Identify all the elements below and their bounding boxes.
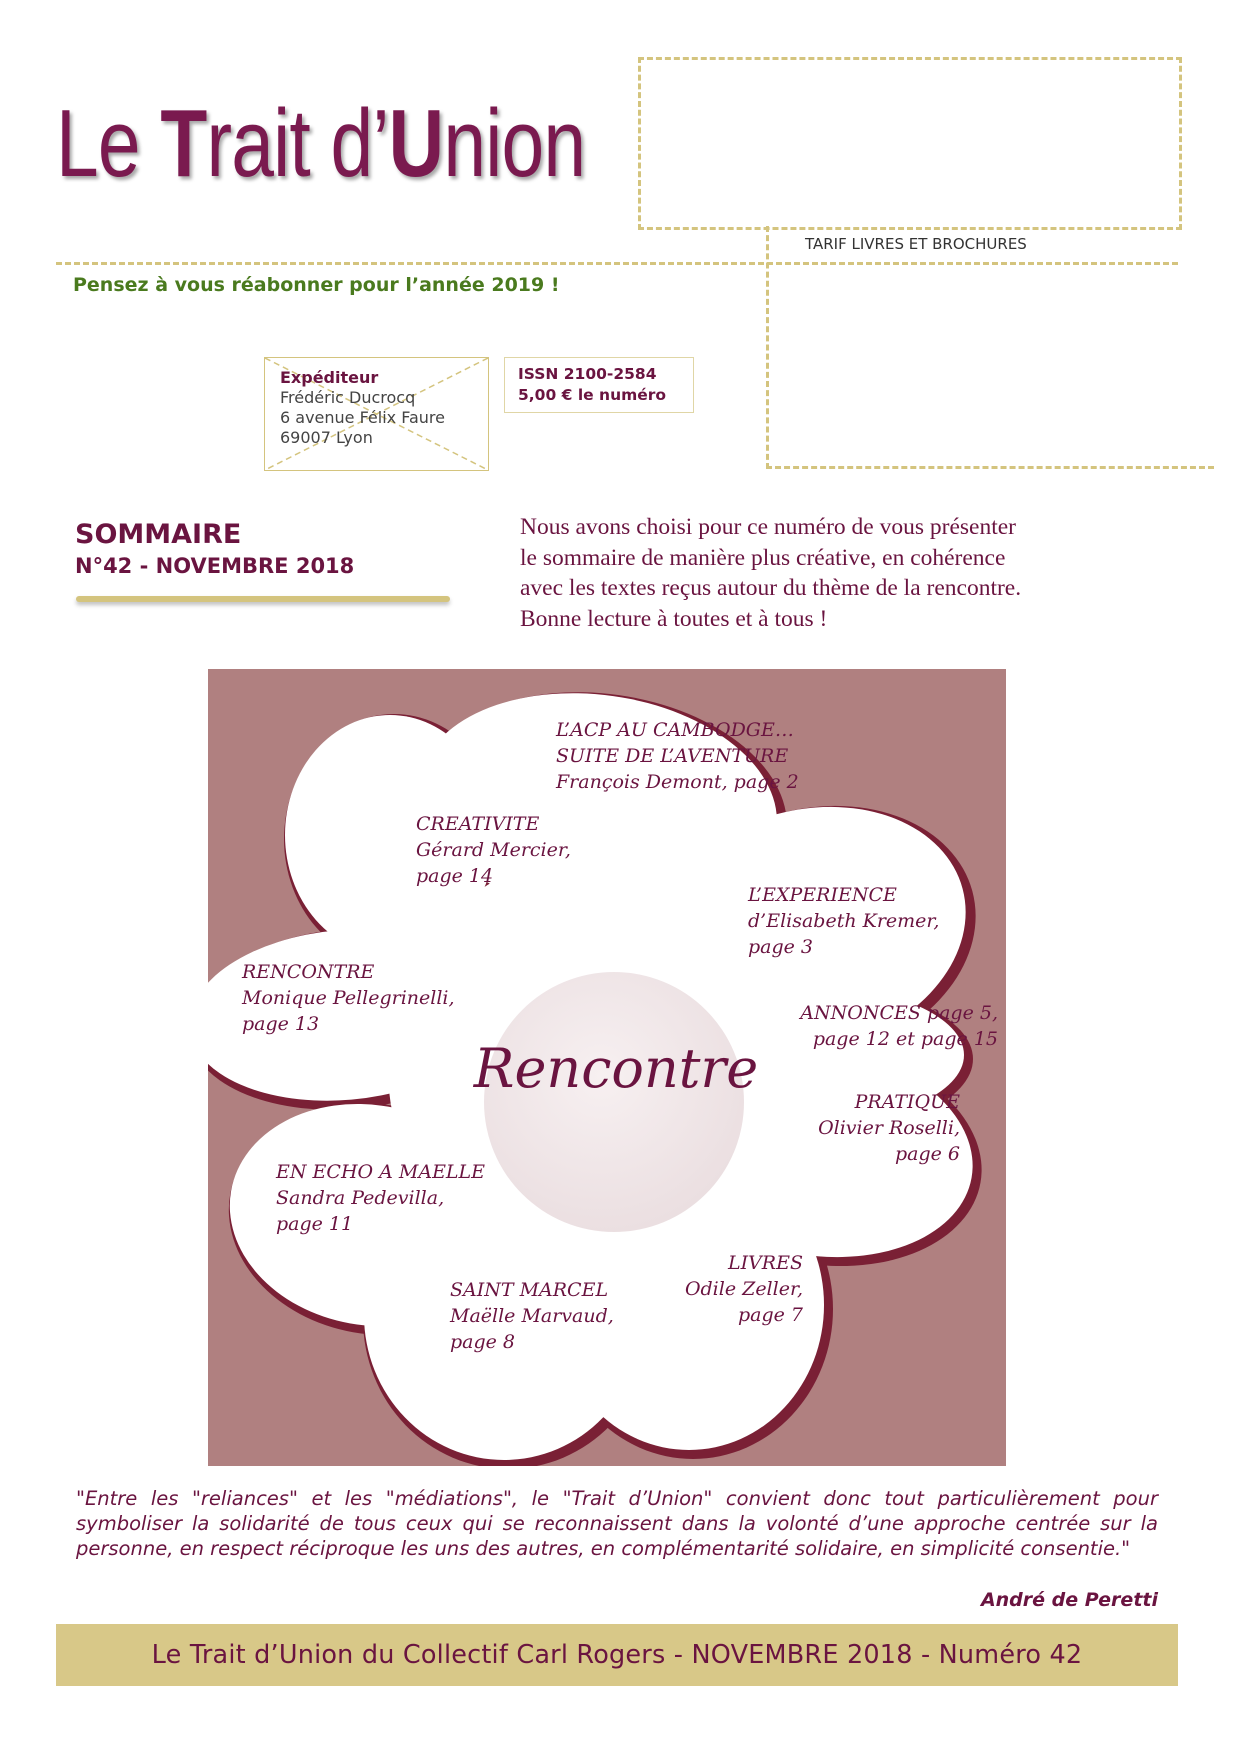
petal-line: d’Elisabeth Kremer,: [748, 910, 939, 932]
petal-line: Odile Zeller,: [685, 1278, 803, 1300]
tarif-label: TARIF LIVRES ET BROCHURES: [805, 235, 1027, 253]
intro-line: avec les textes reçus autour du thème de…: [520, 575, 1022, 601]
petal-line: Sandra Pedevilla,: [276, 1187, 444, 1209]
sender-box: Expéditeur Frédéric Ducrocq 6 avenue Fél…: [264, 357, 489, 471]
petal-line: page 13: [242, 1013, 319, 1035]
petal-line: SAINT MARCEL: [450, 1279, 608, 1301]
issn-number: ISSN 2100-2584: [518, 365, 657, 383]
petal-line: L’EXPERIENCE: [747, 884, 897, 906]
petal-line: François Demont, page 2: [555, 771, 799, 793]
footer-text: Le Trait d’Union du Collectif Carl Roger…: [151, 1640, 1083, 1670]
petal-line: page 3: [748, 936, 813, 958]
petal-line: PRATIQUE: [854, 1091, 961, 1113]
petal-line: ANNONCES page 5,: [798, 1002, 998, 1024]
petal-line: page 14: [416, 865, 493, 887]
dashed-divider: [766, 226, 769, 469]
resubscribe-notice: Pensez à vous réabonner pour l’année 201…: [73, 274, 560, 296]
sender-name: Frédéric Ducrocq: [280, 388, 416, 407]
petal-line: LIVRES: [727, 1252, 803, 1274]
petal-line: EN ECHO A MAELLE: [275, 1161, 485, 1183]
masthead-text: rait d’: [206, 90, 389, 197]
footer-banner: Le Trait d’Union du Collectif Carl Roger…: [56, 1624, 1178, 1686]
masthead-text: U: [388, 90, 444, 197]
petal-line: Olivier Roselli,: [818, 1117, 960, 1139]
petal-line: page 8: [450, 1331, 515, 1353]
petal-line: page 6: [895, 1143, 960, 1165]
issue-price: 5,00 € le numéro: [518, 386, 667, 404]
sender-address: 6 avenue Félix Faure: [280, 408, 445, 427]
sommaire-title: SOMMAIRE: [75, 519, 242, 550]
flower-petals: [208, 692, 982, 1466]
masthead-title: Le Trait d’Union: [56, 96, 586, 192]
issue-number: N°42 - NOVEMBRE 2018: [75, 554, 355, 578]
flower-table-of-contents: Rencontre L’ACP AU CAMBODGE… SUITE DE L’…: [208, 669, 1006, 1466]
intro-line: Bonne lecture à toutes et à tous !: [520, 605, 828, 632]
dashed-divider: [766, 466, 1214, 469]
sender-city: 69007 Lyon: [280, 428, 373, 447]
sommaire-underline: [76, 596, 450, 602]
petal-line: RENCONTRE: [241, 961, 375, 983]
sender-label: Expéditeur: [280, 368, 379, 387]
petal-line: L’ACP AU CAMBODGE…: [555, 719, 794, 741]
petal-line: SUITE DE L’AVENTURE: [556, 745, 788, 767]
quote-text: "Entre les "reliances" et les "médiation…: [76, 1487, 1158, 1560]
petal-line: Maëlle Marvaud,: [449, 1305, 614, 1327]
petal-line: Gérard Mercier,: [416, 839, 571, 861]
masthead-text: T: [160, 90, 207, 197]
quote-author: André de Peretti: [980, 1589, 1158, 1611]
flower-center: [484, 972, 744, 1232]
petal-line: page 11: [276, 1213, 353, 1235]
flower-center-title: Rencontre: [473, 1037, 758, 1100]
issn-box: ISSN 2100-2584 5,00 € le numéro: [504, 357, 694, 413]
petal-line: page 12 et page 15: [813, 1028, 998, 1050]
petal-line: Monique Pellegrinelli,: [241, 987, 455, 1009]
intro-line: Nous avons choisi pour ce numéro de vous…: [520, 514, 1016, 540]
intro-line: le sommaire de manière plus créative, en…: [520, 544, 1006, 571]
petal-line: CREATIVITE: [416, 813, 539, 835]
masthead-text: nion: [443, 90, 586, 197]
address-box-frame: [638, 57, 1182, 230]
envelope-cross-icon: [265, 358, 488, 470]
masthead-text: Le: [56, 90, 161, 197]
dashed-divider: [56, 262, 1178, 265]
intro-text: Nous avons choisi pour ce numéro de vous…: [520, 512, 1120, 634]
petal-line: page 7: [738, 1304, 804, 1326]
